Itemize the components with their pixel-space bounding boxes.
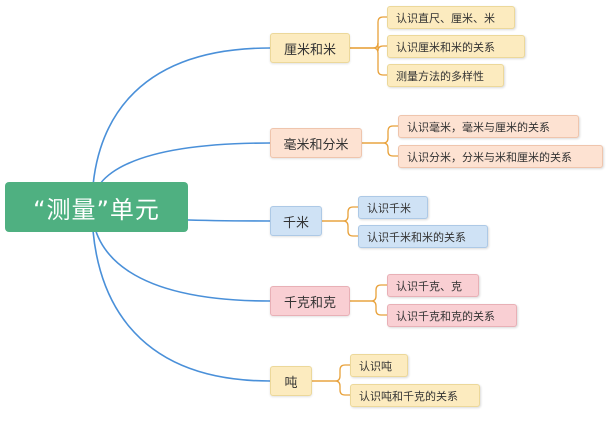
branch-centimeter-meter: 厘米和米 [270,33,350,63]
branch-label: 吨 [284,375,298,391]
leaf-item: 认识吨和千克的关系 [350,384,480,407]
leaf-item: 认识毫米，毫米与厘米的关系 [398,115,579,138]
leaf-item: 认识直尺、厘米、米 [387,6,515,29]
branch-label: 千米 [282,215,309,231]
leaf-connector [350,284,387,302]
branch-label: 千克和克 [283,295,336,311]
branch-label: 厘米和米 [283,42,336,58]
leaf-item: 认识厘米和米的关系 [387,35,525,58]
leaf-connector [362,142,398,157]
leaf-connector [312,380,350,396]
leaf-connector [350,16,387,49]
leaf-item: 测量方法的多样性 [387,64,504,87]
branch-kilogram-gram: 千克和克 [270,286,350,316]
branch-ton: 吨 [270,366,312,396]
leaf-connector [362,125,398,144]
branch-millimeter-decimeter: 毫米和分米 [270,128,362,158]
leaf-item: 认识吨 [350,354,408,377]
leaf-connector [322,206,358,222]
leaf-connector [350,300,387,316]
leaf-connector [312,364,350,382]
leaf-item: 认识千米和米的关系 [358,225,488,248]
leaf-item: 认识千米 [358,196,428,219]
leaf-connector [350,42,387,52]
branch-label: 毫米和分米 [283,137,349,153]
leaf-item: 认识千克、克 [387,274,479,297]
root-label: “测量”单元 [33,195,160,224]
root-node: “测量”单元 [5,182,188,232]
leaf-item: 认识千克和克的关系 [387,304,517,327]
branch-kilometer: 千米 [270,206,322,236]
leaf-connector [350,47,387,76]
branch-connector [91,47,271,208]
leaf-connector [322,220,358,237]
branch-connector [91,206,271,382]
leaf-item: 认识分米，分米与米和厘米的关系 [398,145,603,168]
